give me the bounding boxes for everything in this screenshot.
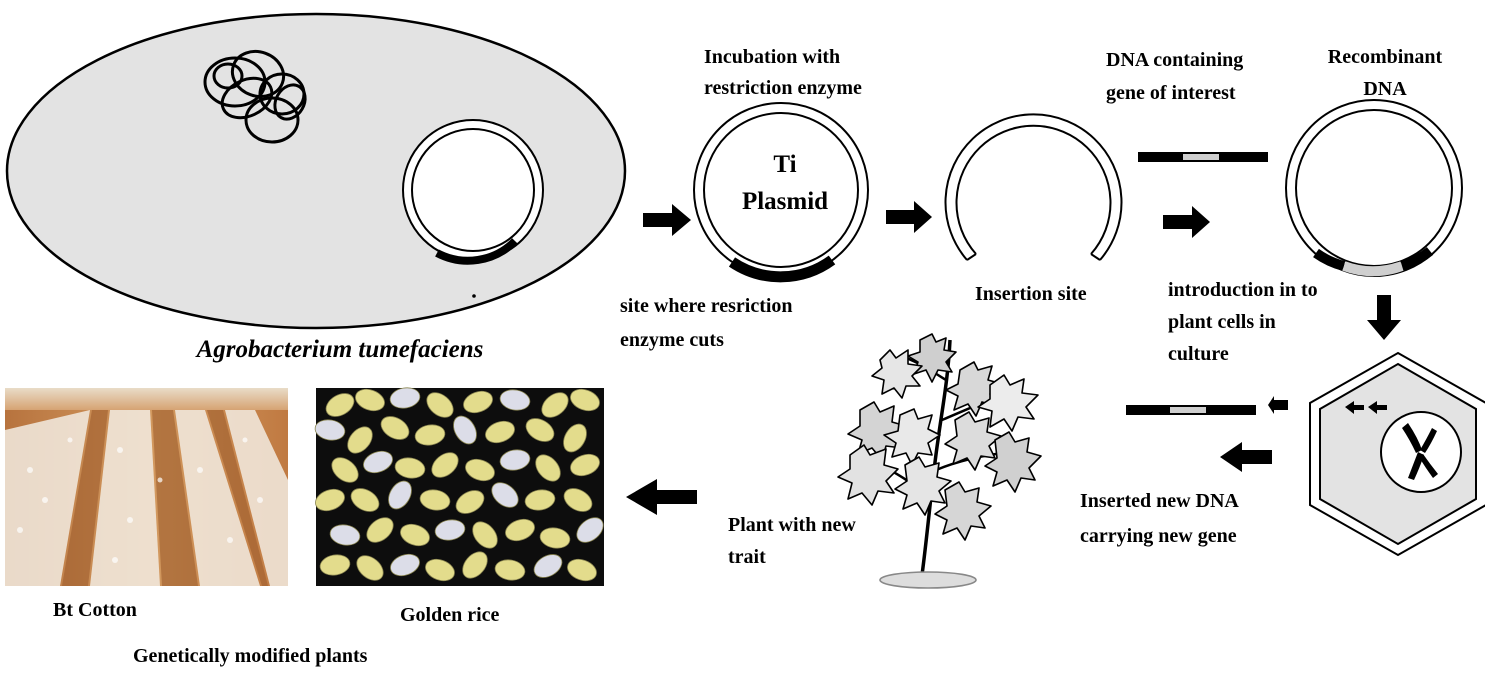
rice-grain: [363, 450, 393, 474]
rice-grain: [541, 392, 569, 418]
rice-grain: [389, 387, 421, 409]
rice-grain: [463, 390, 493, 414]
cotton-field-photo: [5, 388, 288, 586]
plant-illustration: [837, 333, 1042, 589]
recombinant-left-segment: [1313, 248, 1346, 271]
golden-rice-label: Golden rice: [400, 604, 500, 626]
ti-plasmid: [693, 102, 869, 283]
rice-grain: [567, 558, 597, 582]
rice-grain: [314, 419, 346, 441]
rice-grain: [491, 482, 519, 508]
gene-of-interest-dna: [1138, 152, 1268, 162]
rice-grain: [533, 554, 563, 578]
inserted-dna: [1126, 405, 1256, 415]
inserted-label-line2: carrying new gene: [1080, 525, 1237, 547]
rice-grain: [494, 559, 526, 581]
recombinant-label-line2: DNA: [1363, 78, 1407, 100]
incubation-label-line1: Incubation with: [704, 46, 840, 68]
cell-plasmid-dark-segment: [435, 238, 518, 265]
rice-grain: [426, 392, 454, 418]
rice-grain: [388, 480, 412, 510]
gm-plants-label: Genetically modified plants: [133, 645, 368, 667]
recombinant-right-segment: [1400, 247, 1434, 271]
rice-grain: [355, 388, 385, 412]
nucleus: [1380, 411, 1462, 493]
inserted-label-line1: Inserted new DNA: [1080, 490, 1239, 512]
rice-grain: [535, 454, 561, 482]
rice-grain: [319, 554, 351, 576]
left-arrow-icon: [1220, 442, 1272, 472]
chromosomal-dna: [203, 49, 307, 144]
rice-grain: [425, 558, 455, 582]
rice-grain: [350, 488, 380, 512]
gene-label-line2: gene of interest: [1106, 82, 1236, 104]
plant-label-line2: trait: [728, 546, 766, 568]
plasmid-label-line1: Ti: [773, 151, 796, 178]
recombinant-label-line1: Recombinant: [1328, 46, 1443, 68]
gene-label-line1: DNA containing: [1106, 49, 1243, 71]
rice-grain: [485, 420, 515, 444]
recombinant-insert-segment: [1342, 261, 1404, 277]
rice-grains-photo: [314, 387, 604, 586]
rice-grain: [366, 517, 394, 543]
cell-plasmid: [402, 119, 544, 265]
rice-grain: [419, 489, 451, 511]
intro-label-line1: introduction in to: [1168, 279, 1318, 301]
rice-grain: [434, 519, 466, 541]
rice-grain: [414, 424, 446, 446]
rice-grain: [431, 452, 459, 478]
rice-grain: [462, 551, 488, 579]
rice-grain: [455, 490, 485, 514]
recombinant-plasmid: [1285, 99, 1463, 277]
right-arrow-icon: [886, 201, 932, 233]
rice-grain: [329, 524, 361, 546]
left-arrow-icon: [1268, 396, 1288, 414]
plant-label-line1: Plant with new: [728, 514, 856, 536]
rice-grain: [563, 423, 587, 453]
rice-grain: [570, 388, 600, 412]
left-arrow-icon: [626, 479, 697, 515]
rice-grain: [453, 415, 477, 445]
plasmid-label-line2: Plasmid: [742, 188, 828, 215]
small-left-arrow-icon: [1345, 401, 1387, 414]
rice-grain: [472, 521, 498, 549]
rice-grain: [465, 458, 495, 482]
right-arrow-icon: [643, 204, 691, 236]
rice-grain: [499, 449, 531, 471]
cut-site-label-line2: enzyme cuts: [620, 329, 724, 351]
rice-grain: [563, 488, 593, 512]
rice-grain: [325, 393, 355, 417]
rice-grain: [539, 527, 571, 549]
bacterium-label: Agrobacterium tumefaciens: [195, 336, 484, 363]
rice-grain: [390, 553, 420, 577]
rice-grain: [380, 416, 410, 440]
chromosome: [1402, 423, 1438, 480]
rice-grain: [394, 457, 426, 479]
intro-label-line3: culture: [1168, 343, 1229, 365]
rice-grain: [505, 518, 535, 542]
bacterium-cell: [5, 12, 627, 330]
rice-grain: [524, 489, 556, 511]
rice-grain: [315, 488, 345, 512]
intro-label-line2: plant cells in: [1168, 311, 1276, 333]
cut-plasmid: [944, 113, 1123, 261]
plant-cell: [1309, 351, 1485, 557]
rice-grain: [400, 523, 430, 547]
right-arrow-icon: [1163, 206, 1210, 238]
rice-grain: [356, 555, 384, 581]
rice-grain: [499, 389, 531, 411]
restriction-site-segment: [728, 255, 836, 283]
rice-grain: [347, 426, 373, 454]
incubation-label-line2: restriction enzyme: [704, 77, 862, 99]
down-arrow-icon: [1367, 295, 1401, 340]
rice-grain: [576, 517, 604, 543]
rice-grain: [331, 457, 359, 483]
bt-cotton-label: Bt Cotton: [53, 599, 137, 621]
insertion-site-label: Insertion site: [975, 283, 1087, 305]
cut-site-label-line1: site where resriction: [620, 295, 793, 317]
rice-grain: [525, 418, 555, 442]
rice-grain: [570, 453, 600, 477]
